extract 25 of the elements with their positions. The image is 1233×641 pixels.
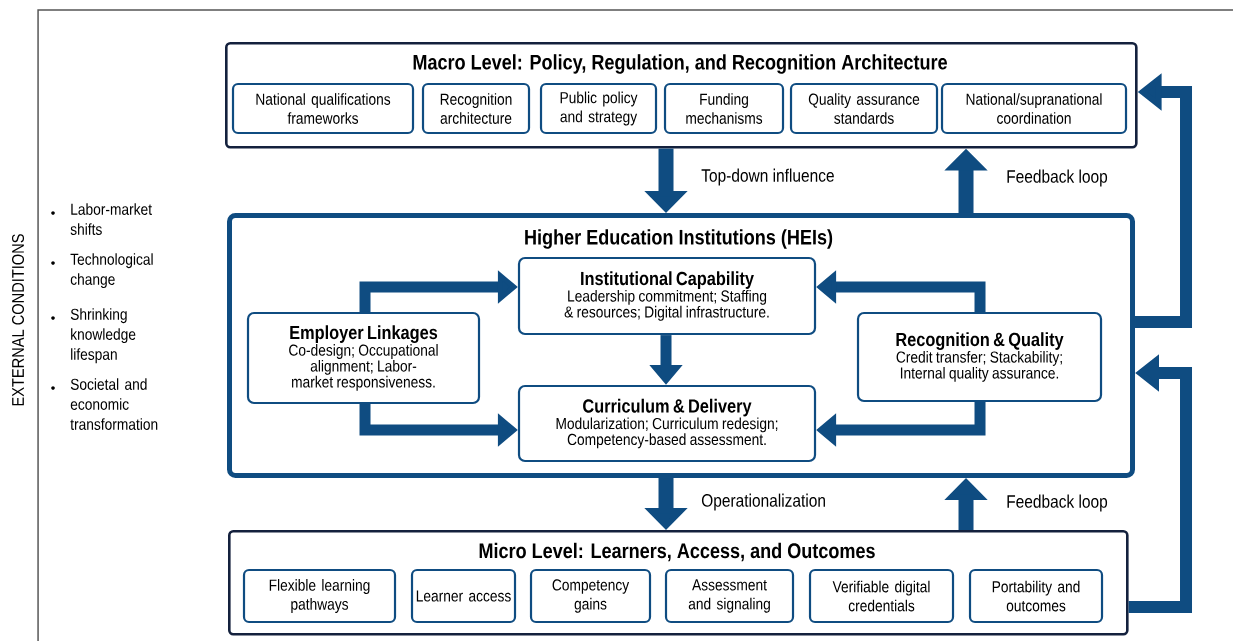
item-box: Competency gains: [529, 568, 652, 624]
item-box: National qualifications frameworks: [231, 82, 415, 135]
component-box: Curriculum & Delivery Modularization; Curriculum redesign; Competency-based assessment.: [517, 384, 817, 463]
component-box: Institutional Capability Leadership commitment; Staffing & resources; Digital infrastructure.: [517, 256, 817, 336]
item-box: Assessment and signaling: [664, 568, 795, 624]
bullet-item: Labor-market shifts: [51, 203, 152, 235]
item-box: Funding mechanisms: [663, 82, 785, 135]
side-heading: EXTERNAL CONDITIONS: [12, 234, 25, 406]
item-box: National/supranational coordination: [940, 82, 1128, 135]
bullet-item: Technological change: [51, 253, 153, 289]
component-box: Recognition & Quality Credit transfer; Stackability; Internal quality assurance.: [856, 311, 1103, 403]
edge-label: Operationalization: [700, 492, 827, 512]
component-box: Employer Linkages Co-design; Occupational alignment; Labor-market responsiveness.: [246, 311, 481, 405]
bullet-item: Societal and economic transformation: [51, 378, 158, 430]
item-box: Verifiable digital credentials: [808, 568, 955, 624]
edge-label: Feedback loop: [1005, 168, 1109, 188]
edge-label: Feedback loop: [1005, 493, 1109, 513]
item-box: Public policy and strategy: [539, 82, 658, 135]
item-box: Quality assurance standards: [789, 82, 939, 135]
item-box: Learner access: [410, 568, 517, 624]
item-box: Portability and outcomes: [968, 568, 1104, 624]
item-box: Recognition architecture: [421, 82, 531, 135]
bullet-item: Shrinking knowledge lifespan: [51, 308, 136, 364]
edge-label: Top-down influence: [700, 167, 836, 187]
item-box: Flexible learning pathways: [242, 568, 397, 624]
